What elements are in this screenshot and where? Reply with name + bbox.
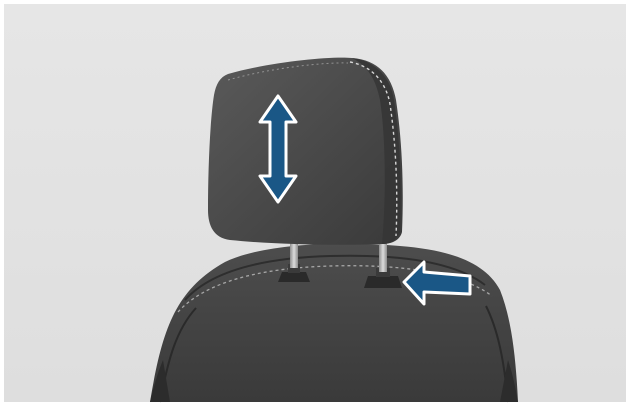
headrest-guide-left: [278, 264, 310, 282]
press-release-button-arrow-icon: [402, 260, 472, 306]
headrest-post-right: [379, 236, 387, 272]
headrest-release-button: [364, 268, 402, 288]
headrest: [208, 57, 403, 245]
headrest-post-left: [290, 236, 298, 268]
double-headed-vertical-arrow-icon: [258, 94, 298, 204]
